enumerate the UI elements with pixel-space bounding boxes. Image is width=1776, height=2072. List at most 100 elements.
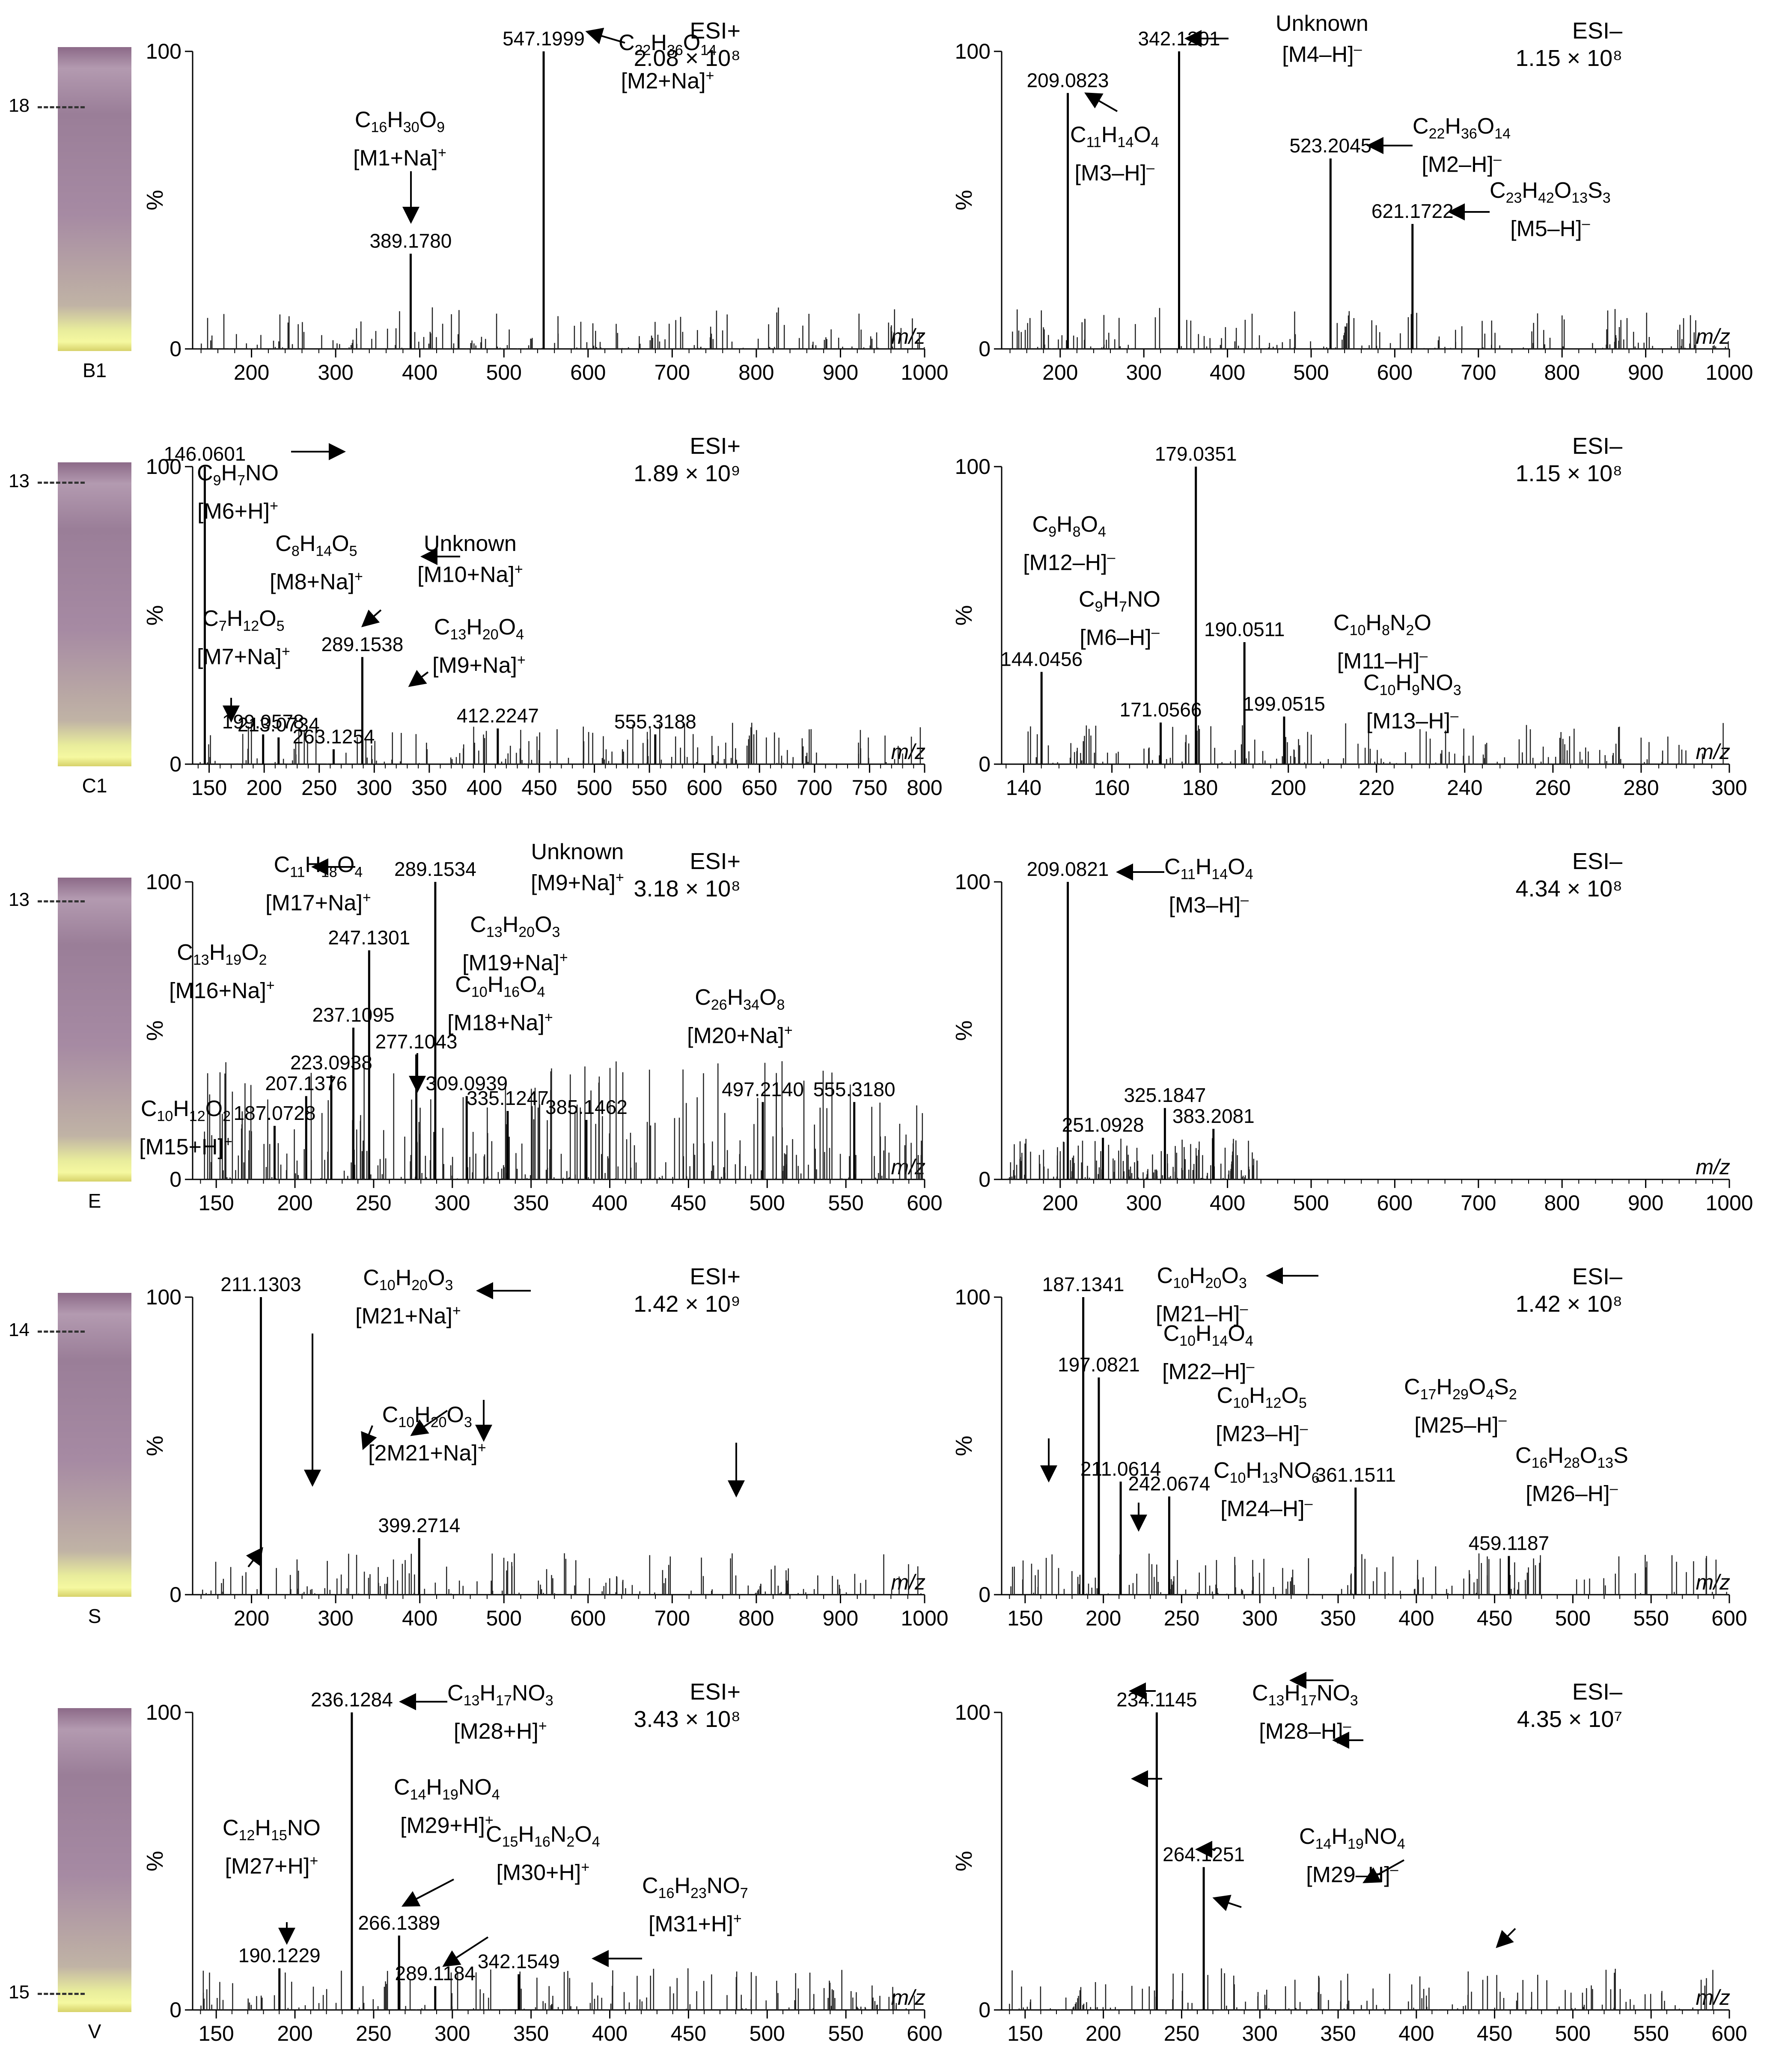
compound-annotation: C11H14O4[M3–H]– (1164, 854, 1253, 918)
compound-formula: C13H20O3 (470, 912, 560, 941)
compound-annotation: C11H14O4[M3–H]– (1070, 122, 1159, 186)
x-tick-label: 400 (1210, 360, 1245, 384)
y-tick-label: 0 (170, 752, 181, 776)
compound-formula: C16H30O9 (354, 107, 445, 136)
peak-label: 209.0821 (1027, 858, 1109, 880)
y-tick-label: 100 (955, 39, 991, 63)
compound-annotation: C22H36O14 [M2–H]– (1413, 113, 1511, 178)
y-tick-label: 100 (955, 1285, 991, 1309)
compound-annotation: C16H23NO7[M31+H]+ (642, 1873, 748, 1937)
x-tick-label: 550 (631, 776, 667, 800)
x-tick-label: 600 (1377, 1191, 1413, 1215)
ion-assignment: [M21+Na]+ (355, 1303, 461, 1329)
ion-assignment: [M3–H]– (1074, 160, 1155, 186)
ion-assignment: [M28+H]+ (453, 1718, 547, 1744)
compound-annotation: C10H12O2[M15+H]+ (139, 1096, 232, 1160)
x-tick-label: 900 (1628, 360, 1663, 384)
peak-label: 523.2045 (1289, 134, 1371, 157)
x-tick-label: 500 (1555, 2021, 1591, 2045)
compound-annotation: C14H19NO4[M29+H]+ (394, 1774, 500, 1839)
x-tick-label: 300 (434, 1191, 470, 1215)
tlc-plate (58, 47, 131, 351)
x-axis-label: m/z (1696, 1155, 1730, 1179)
compound-formula: C22H36O14 (1413, 114, 1511, 142)
compound-formula: C26H34O8 (695, 985, 785, 1013)
peak-label: 199.0515 (1243, 693, 1325, 715)
peak-label: 335.1247 (467, 1087, 549, 1109)
x-tick-label: 600 (570, 360, 606, 384)
peak-label: 555.3180 (813, 1078, 895, 1100)
ionization-mode-label: ESI+ (690, 1679, 741, 1705)
compound-annotation: C26H34O8[M20+Na]+ (687, 985, 793, 1049)
peak-label: 264.1251 (1163, 1843, 1245, 1865)
ion-assignment: [M28–H]– (1259, 1718, 1351, 1744)
x-tick-label: 400 (592, 2021, 628, 2045)
y-axis-label: % (142, 1020, 168, 1041)
x-tick-label: 1000 (901, 1606, 948, 1630)
y-tick-label: 0 (979, 1998, 991, 2022)
compound-formula: C13H17NO3 (1252, 1681, 1358, 1709)
ion-assignment: [M17+Na]+ (265, 890, 371, 916)
ionization-mode: ESI+1.42 × 10⁹ (527, 1263, 741, 1318)
x-tick-label: 220 (1359, 776, 1394, 800)
ion-assignment: [M2–H]– (1422, 151, 1502, 177)
y-axis-label: % (142, 1435, 168, 1456)
peak-label: 197.0821 (1058, 1354, 1140, 1376)
ion-assignment: [M23–H]– (1216, 1420, 1308, 1447)
compound-annotation: C9H8O4[M12–H]– (1023, 512, 1115, 576)
x-axis-label: m/z (891, 740, 925, 764)
ion-assignment: [M13–H]– (1366, 708, 1459, 734)
x-tick-label: 500 (750, 2021, 785, 2045)
compound-formula: C15H16N2O4 (486, 1822, 600, 1850)
peak-label: 621.1722 (1371, 200, 1454, 222)
peak-label: 190.1229 (238, 1944, 321, 1967)
compound-formula: C13H19O2 (177, 940, 267, 968)
ion-assignment: [M9+Na]+ (432, 652, 526, 678)
ionization-mode-label: ESI+ (690, 848, 741, 874)
y-axis-label: % (951, 190, 977, 210)
x-tick-label: 300 (1126, 1191, 1161, 1215)
ion-assignment: [M18+Na]+ (447, 1009, 553, 1036)
peak-label: 211.0614 (1080, 1458, 1161, 1480)
y-axis-label: % (142, 1851, 168, 1871)
compound-annotation: C10H12O5[M23–H]– (1216, 1383, 1308, 1447)
peak-label: 207.1376 (265, 1072, 347, 1094)
x-tick-label: 240 (1447, 776, 1482, 800)
x-tick-label: 600 (1711, 2021, 1747, 2045)
compound-annotation: C12H15NO[M27+H]+ (223, 1815, 321, 1879)
y-tick-label: 100 (955, 870, 991, 894)
x-tick-label: 200 (1086, 2021, 1121, 2045)
x-tick-label: 800 (1544, 1191, 1580, 1215)
x-tick-label: 150 (1007, 2021, 1043, 2045)
compound-formula: Unknown (531, 840, 624, 864)
x-tick-label: 400 (467, 776, 502, 800)
x-tick-label: 500 (750, 1191, 785, 1215)
peak-label: 289.1184 (395, 1962, 476, 1984)
ion-assignment: [M30+H]+ (496, 1859, 590, 1885)
ion-assignment: [M8+Na]+ (270, 569, 363, 595)
compound-formula: C10H16O4 (455, 972, 545, 1000)
y-tick-label: 100 (146, 455, 181, 479)
x-axis-label: m/z (891, 1155, 925, 1179)
peak-label: 289.1538 (321, 633, 403, 655)
compound-annotation: C10H13NO6[M24–H]– (1214, 1458, 1320, 1522)
tlc-plate (58, 462, 131, 766)
y-tick-label: 100 (955, 455, 991, 479)
peak-label: 144.0456 (1000, 648, 1083, 670)
ion-assignment: [M16+Na]+ (169, 977, 275, 1003)
compound-annotation: C10H9NO3[M13–H]– (1363, 670, 1461, 734)
x-axis-label: m/z (1696, 324, 1730, 348)
x-tick-label: 600 (1711, 1606, 1747, 1630)
compound-formula: C9H7NO (1079, 587, 1160, 615)
x-tick-label: 500 (486, 1606, 522, 1630)
y-tick-label: 0 (170, 1167, 181, 1191)
ionization-mode: ESI+3.18 × 10⁸ (527, 848, 741, 902)
peak-label: 412.2247 (457, 705, 539, 727)
x-tick-label: 280 (1623, 776, 1659, 800)
compound-formula: C10H12O2 (140, 1096, 231, 1125)
ion-assignment: [M29–H]– (1306, 1861, 1398, 1887)
x-tick-label: 400 (1210, 1191, 1245, 1215)
